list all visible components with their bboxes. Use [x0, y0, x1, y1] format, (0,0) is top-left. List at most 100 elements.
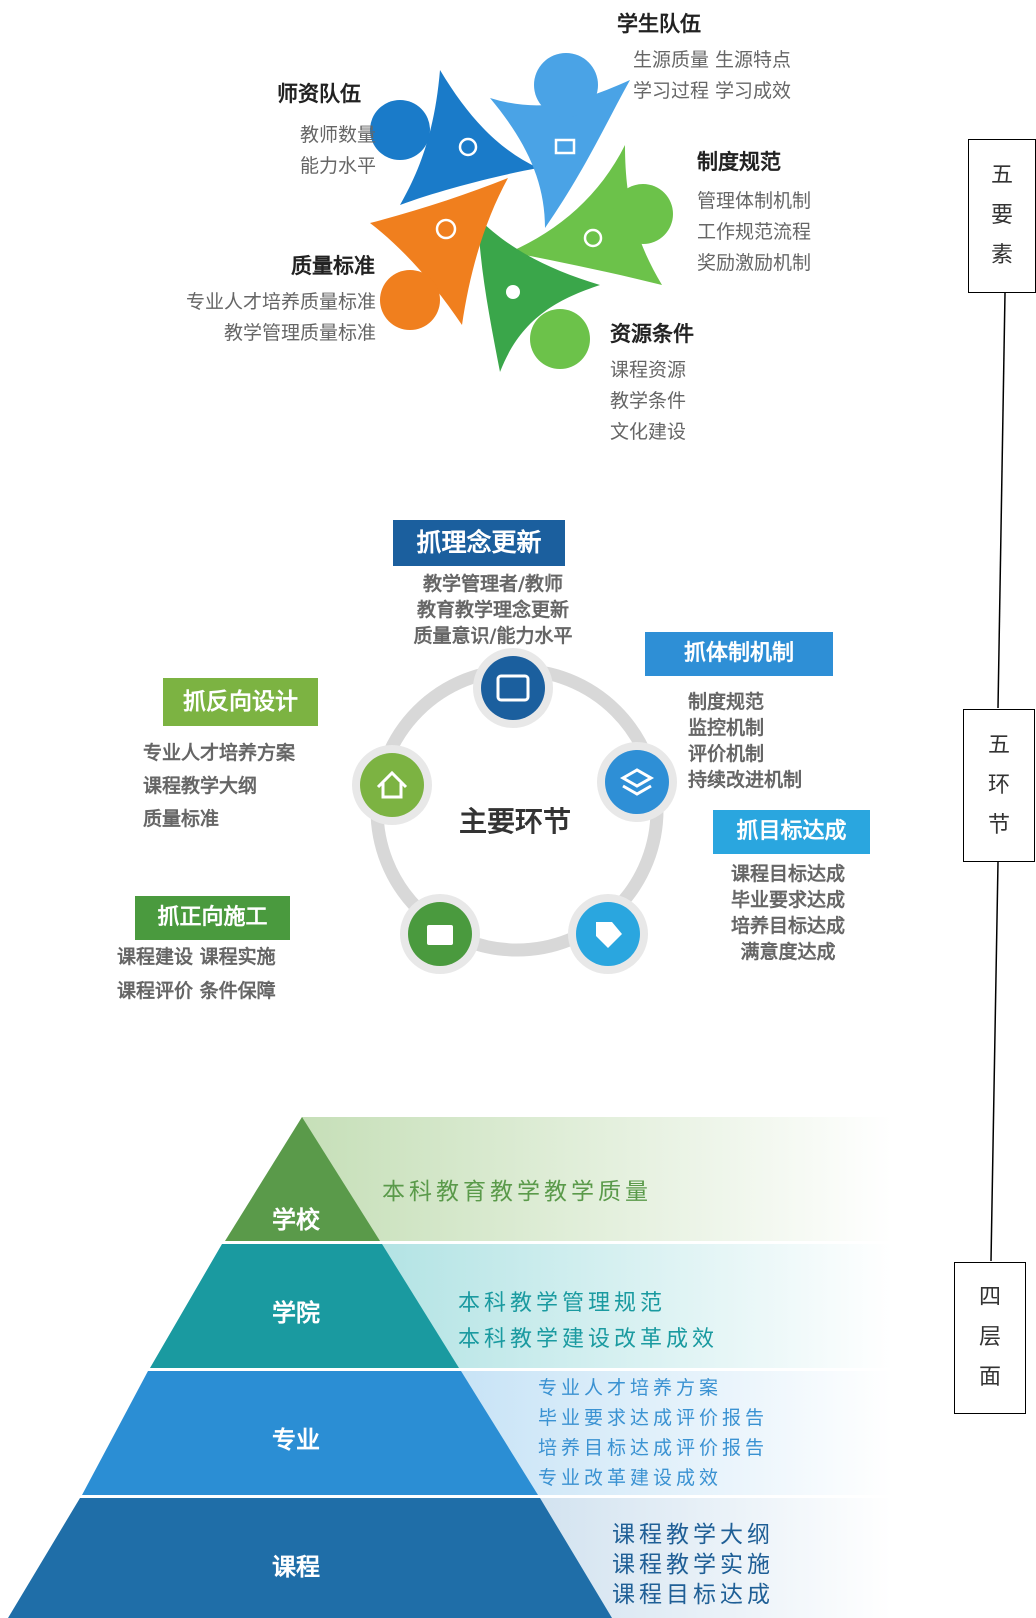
- node-bottom-left: [400, 894, 480, 974]
- bulb-student: [534, 53, 598, 117]
- college-label: 学院: [272, 1299, 320, 1327]
- petal-quality: [370, 178, 508, 325]
- tier-major: [82, 1371, 538, 1495]
- petal-system: [510, 145, 662, 285]
- tag-icon: [596, 922, 622, 948]
- school-band: [302, 1117, 892, 1241]
- side-box-3-char-2: 层: [978, 1325, 1001, 1350]
- connector-line-2: [990, 861, 999, 1262]
- side-box-2-char-2: 环: [987, 772, 1010, 798]
- target-line-3: 培养目标达成: [730, 915, 845, 937]
- reverse-line-2: 课程教学大纲: [143, 775, 258, 797]
- mechanism-tag: 抓体制机制: [645, 632, 833, 676]
- major-line-2: 毕业要求达成评价报告: [538, 1407, 769, 1429]
- reverse-line-3: 质量标准: [143, 808, 220, 830]
- forward-tag: 抓正向施工: [135, 896, 290, 940]
- system-line-2: 工作规范流程: [697, 221, 812, 243]
- bulb-teacher: [370, 100, 430, 160]
- side-box-five-links: 五 环 节: [963, 709, 1035, 862]
- cart-icon: [554, 138, 576, 155]
- forward-line-2: 课程评价 条件保障: [117, 980, 276, 1002]
- side-box-four-levels: 四 层 面: [954, 1262, 1026, 1414]
- student-line-1: 生源质量 生源特点: [633, 49, 792, 71]
- bulb-resource: [530, 309, 590, 369]
- resource-line-3: 文化建设: [610, 421, 687, 443]
- briefcase-icon: [427, 925, 453, 945]
- course-label: 课程: [272, 1553, 320, 1581]
- side-box-1-char-2: 要: [990, 203, 1013, 228]
- forward-desc: 课程建设 课程实施 课程评价 条件保障: [117, 940, 276, 1008]
- quality-desc: 专业人才培养质量标准 教学管理质量标准: [150, 287, 376, 349]
- system-title: 制度规范: [697, 150, 781, 174]
- course-text: 课程教学大纲 课程教学实施 课程目标达成: [612, 1520, 774, 1610]
- side-box-five-elements: 五 要 素: [968, 139, 1036, 293]
- target-tag: 抓目标达成: [713, 810, 870, 854]
- home-icon: [376, 770, 408, 799]
- tier-school: [225, 1117, 380, 1241]
- node-bottom-right: [568, 894, 648, 974]
- system-desc: 管理体制机制 工作规范流程 奖励激励机制: [697, 186, 811, 279]
- school-label: 学校: [272, 1206, 320, 1234]
- teacher-title: 师资队伍: [277, 82, 361, 106]
- target-line-4: 满意度达成: [740, 941, 836, 963]
- side-box-1-char-1: 五: [990, 163, 1013, 188]
- bulb-quality: [380, 270, 440, 330]
- course-line-3: 课程目标达成: [612, 1582, 774, 1608]
- quality-title: 质量标准: [291, 254, 375, 278]
- major-label: 专业: [272, 1426, 320, 1454]
- teacher-line-1: 教师数量: [299, 124, 376, 146]
- concept-line-1: 教学管理者/教师: [423, 573, 563, 595]
- mechanism-line-2: 监控机制: [688, 717, 765, 739]
- teacher-desc: 教师数量 能力水平: [270, 120, 376, 182]
- target-desc: 课程目标达成 毕业要求达成 培养目标达成 满意度达成: [713, 861, 863, 965]
- major-line-4: 专业改革建设成效: [538, 1467, 723, 1489]
- quality-line-1: 专业人才培养质量标准: [185, 291, 376, 313]
- concept-desc: 教学管理者/教师 教育教学理念更新 质量意识/能力水平: [393, 571, 593, 649]
- bulb-system: [613, 184, 673, 244]
- mechanism-line-1: 制度规范: [688, 691, 765, 713]
- petal-resource: [478, 218, 600, 372]
- student-title: 学生队伍: [617, 12, 701, 36]
- side-box-3-char-1: 四: [978, 1285, 1001, 1310]
- resource-line-2: 教学条件: [610, 390, 687, 412]
- store-icon: [496, 674, 530, 702]
- petal-teacher: [400, 70, 538, 205]
- concept-tag: 抓理念更新: [393, 520, 565, 566]
- node-top: [473, 648, 553, 728]
- side-box-2-char-1: 五: [987, 732, 1010, 758]
- college-text: 本科教学管理规范 本科教学建设改革成效: [458, 1286, 718, 1358]
- system-line-1: 管理体制机制: [697, 190, 812, 212]
- side-box-2-char-3: 节: [987, 812, 1010, 838]
- reverse-desc: 专业人才培养方案 课程教学大纲 质量标准: [143, 737, 295, 836]
- cycle-center-label: 主要环节: [459, 805, 572, 838]
- side-box-1-char-3: 素: [990, 243, 1013, 268]
- college-line-2: 本科教学建设改革成效: [458, 1327, 719, 1352]
- node-left: [352, 745, 432, 825]
- resource-desc: 课程资源 教学条件 文化建设: [610, 355, 686, 448]
- tier-course: [8, 1498, 612, 1618]
- node-right: [597, 742, 677, 822]
- resource-line-1: 课程资源: [610, 359, 687, 381]
- reverse-tag: 抓反向设计: [163, 678, 318, 726]
- concept-line-3: 质量意识/能力水平: [413, 625, 573, 647]
- school-text: 本科教育教学教学质量: [382, 1179, 652, 1205]
- tier-college: [150, 1244, 459, 1368]
- student-line-2: 学习过程 学习成效: [633, 80, 792, 102]
- teacher-line-2: 能力水平: [299, 155, 376, 177]
- cycle-graphic: [352, 648, 677, 974]
- mechanism-line-3: 评价机制: [688, 743, 765, 765]
- teacher-icon: [458, 137, 478, 157]
- student-desc: 生源质量 生源特点 学习过程 学习成效: [633, 45, 791, 107]
- major-text: 专业人才培养方案 毕业要求达成评价报告 培养目标达成评价报告 专业改革建设成效: [538, 1373, 768, 1493]
- system-line-3: 奖励激励机制: [697, 252, 812, 274]
- major-line-1: 专业人才培养方案: [538, 1377, 723, 1399]
- forward-line-1: 课程建设 课程实施: [117, 946, 276, 968]
- mechanism-desc: 制度规范 监控机制 评价机制 持续改进机制: [688, 689, 802, 793]
- people-icon: [506, 285, 520, 299]
- resource-title: 资源条件: [610, 322, 694, 346]
- side-box-3-char-3: 面: [978, 1365, 1001, 1390]
- cycle-icon: [583, 228, 603, 248]
- menu-icon: [435, 218, 457, 240]
